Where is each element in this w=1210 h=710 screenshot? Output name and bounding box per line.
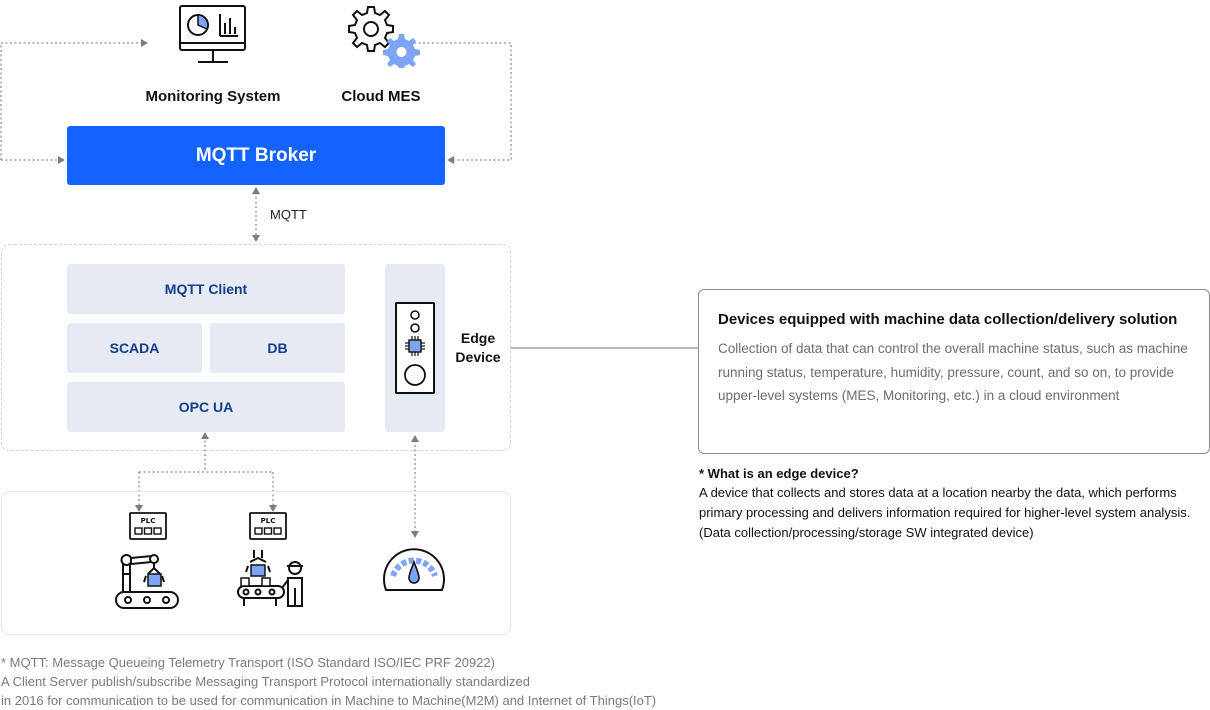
monitoring-system-label: Monitoring System [145, 88, 281, 105]
footnote-line2: A Client Server publish/subscribe Messag… [1, 674, 530, 689]
info-box-title: Devices equipped with machine data colle… [718, 311, 1178, 328]
plc-label: PLC [261, 517, 276, 525]
scada-block: SCADA [67, 323, 202, 373]
edge-device-definition: * What is an edge device? A device that … [699, 464, 1199, 543]
edge-device-frame [1, 244, 511, 451]
mqtt-protocol-label: MQTT [270, 207, 307, 222]
edge-label-line1: Edge [460, 330, 496, 346]
edge-label-line2: Device [455, 349, 501, 365]
opcua-plc-link [138, 436, 274, 509]
edge-question-body: A device that collects and stores data a… [699, 485, 1191, 540]
plc-icon: PLC [129, 512, 167, 540]
gear-icon [348, 6, 420, 68]
footnote-line3: in 2016 for communication to be used for… [1, 693, 657, 708]
edge-device-label: Edge Device [452, 329, 504, 367]
mqtt-broker: MQTT Broker [67, 126, 445, 185]
db-block: DB [210, 323, 345, 373]
edge-device-icon [395, 302, 435, 394]
worker-machine-icon [237, 550, 303, 607]
monitor-icon [179, 5, 246, 63]
plc-icon: PLC [249, 512, 287, 540]
edge-device-info-box: Devices equipped with machine data colle… [698, 289, 1210, 454]
mqtt-footnote: * MQTT: Message Queueing Telemetry Trans… [1, 653, 656, 710]
machines-frame [1, 491, 511, 635]
robot-arm-icon [115, 554, 179, 609]
mqtt-client-block: MQTT Client [67, 264, 345, 314]
footnote-line1: * MQTT: Message Queueing Telemetry Trans… [1, 655, 495, 670]
edge-question-title: * What is an edge device? [699, 466, 859, 481]
gauge-icon [383, 548, 445, 591]
left-loop-to-monitoring [0, 39, 148, 160]
opc-ua-block: OPC UA [67, 382, 345, 432]
info-box-body: Collection of data that can control the … [718, 341, 1188, 403]
plc-label: PLC [141, 517, 156, 525]
cloud-mes-label: Cloud MES [341, 88, 421, 105]
